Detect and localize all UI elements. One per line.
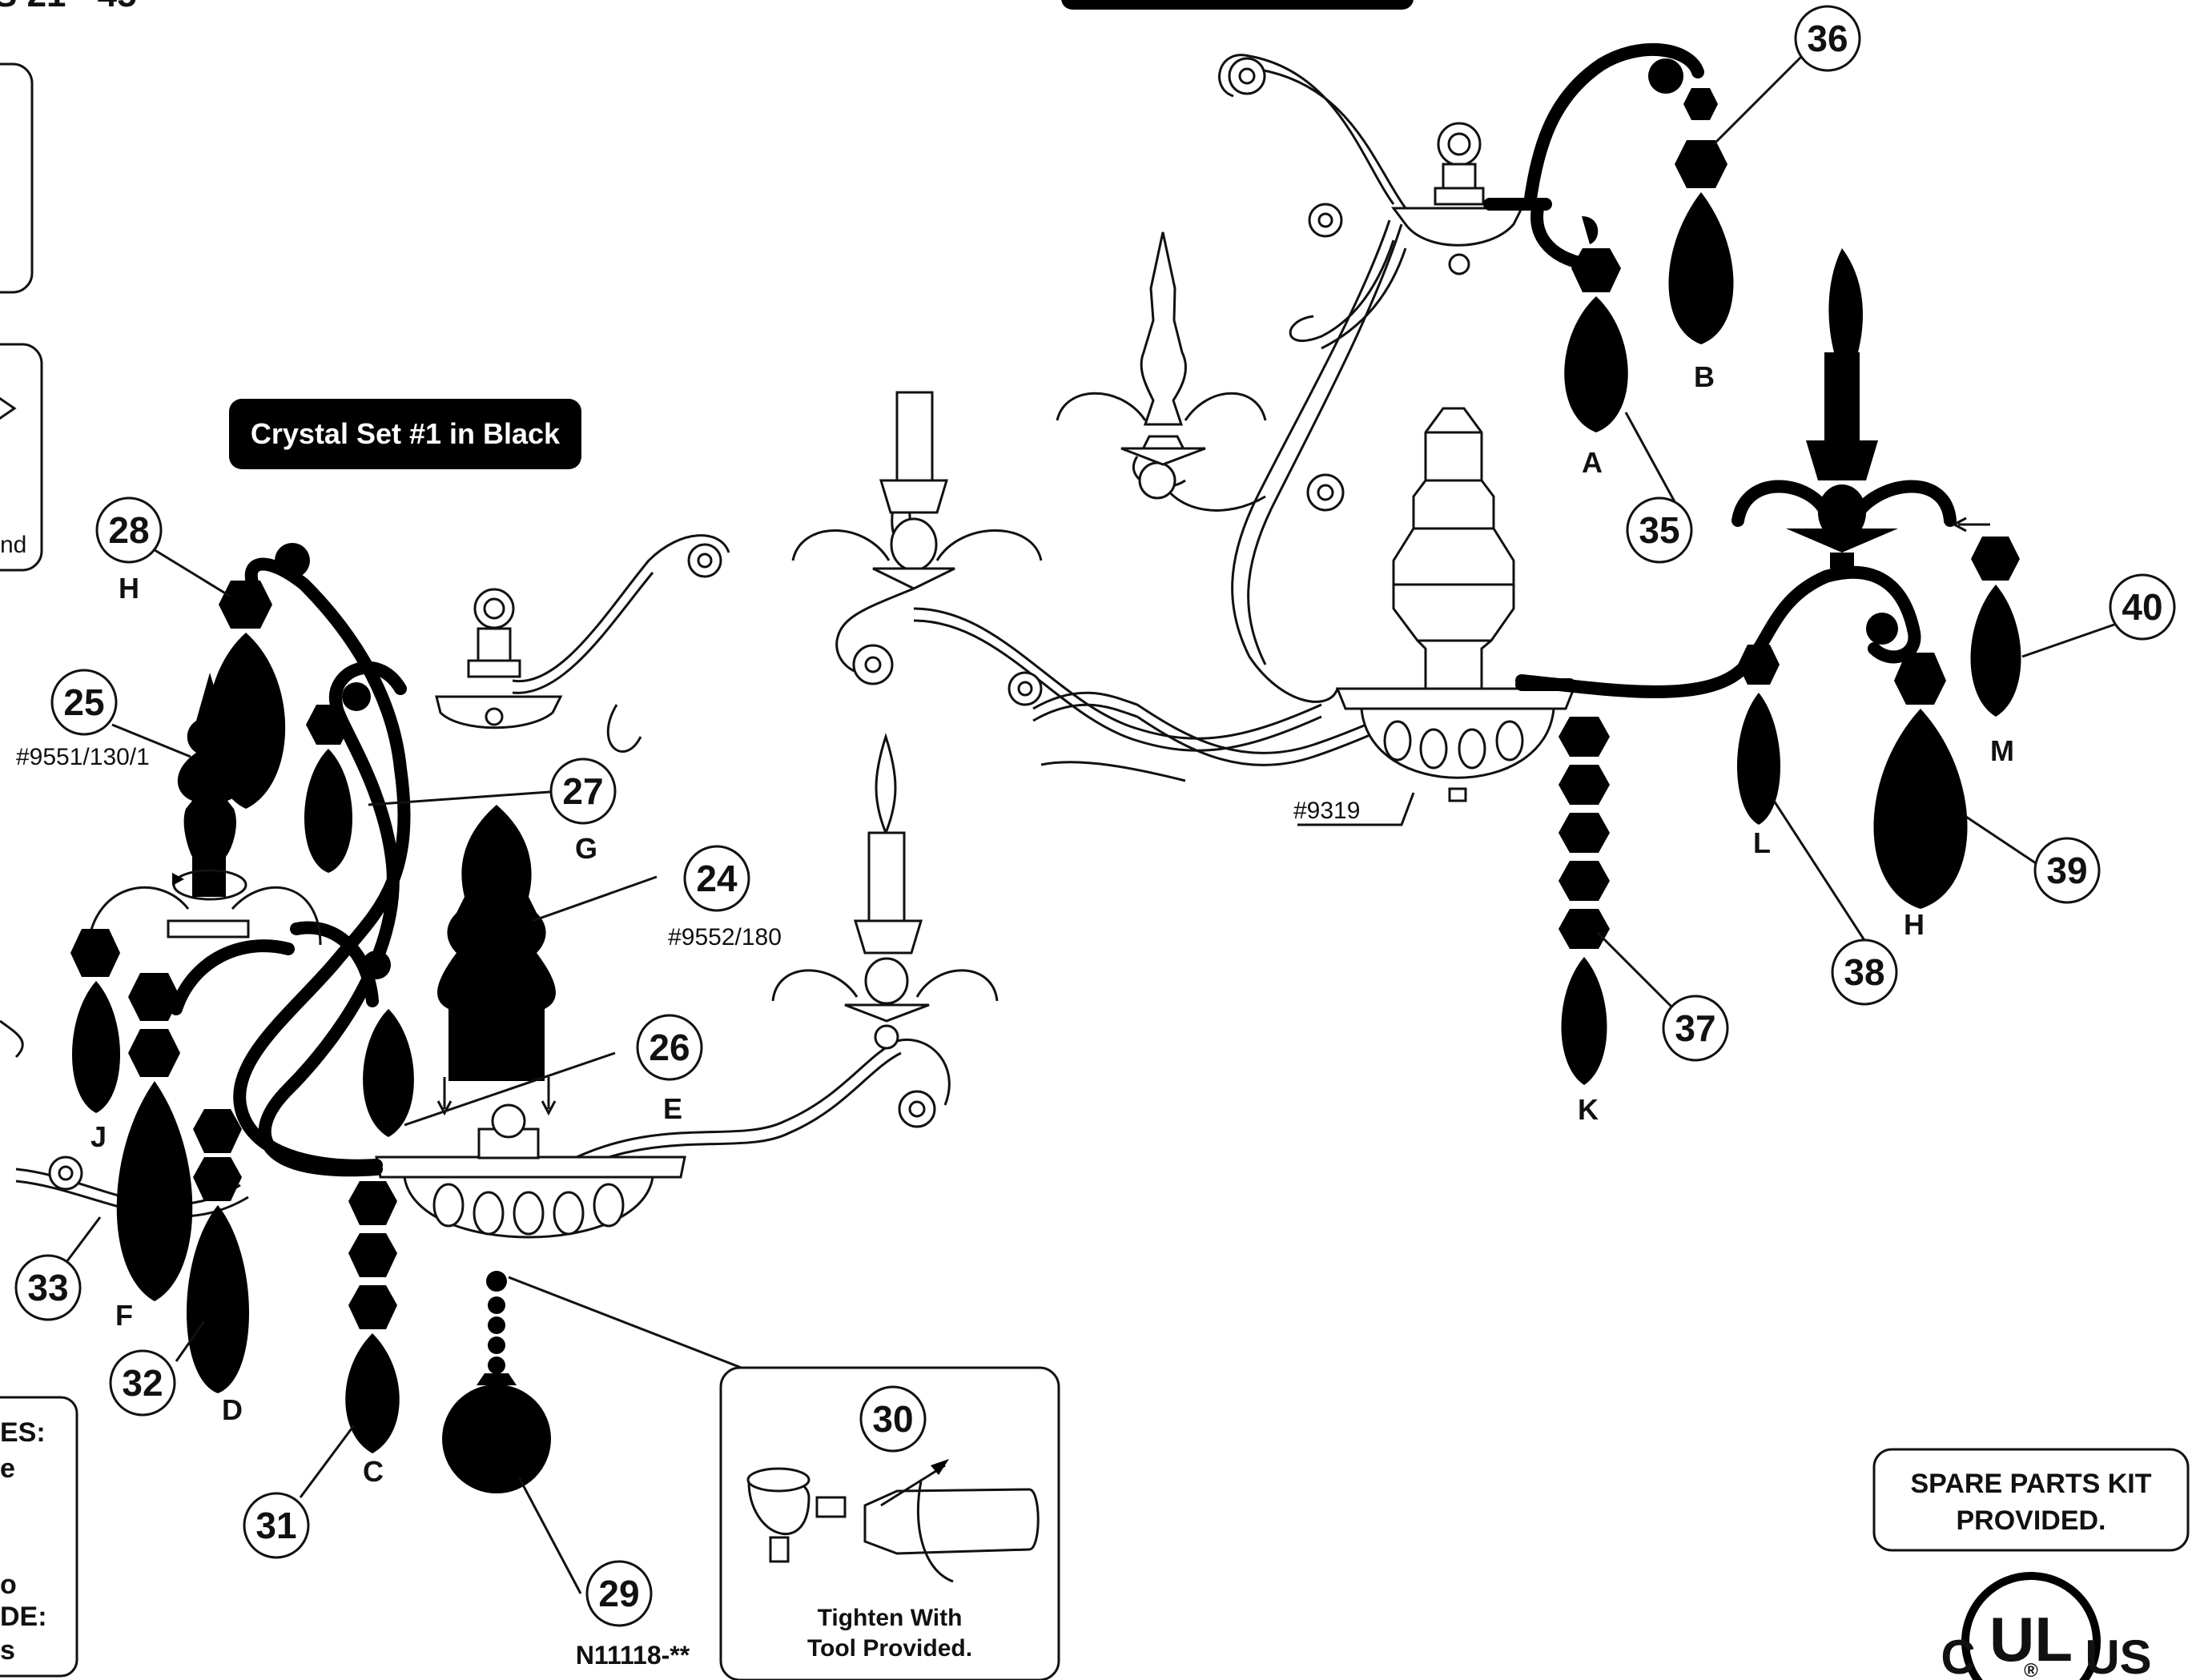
callout-36-number: 36: [1807, 18, 1848, 59]
callout-40-number: 40: [2122, 586, 2162, 628]
left-note-line-1: ES:: [0, 1417, 46, 1448]
left-panel-box-2: [0, 343, 43, 572]
callout-39: 39 H: [1904, 837, 2101, 941]
socket-icon: [746, 1467, 847, 1563]
ul-certification-logo: UL C US ®: [1941, 1572, 2152, 1680]
callout-25-number: 25: [63, 681, 104, 723]
callout-27-number: 27: [562, 770, 603, 812]
lower-chandelier: [0, 391, 1322, 1493]
callout-32-number: 32: [122, 1362, 163, 1404]
callout-38-number: 38: [1844, 951, 1884, 993]
callout-33-number: 33: [27, 1267, 68, 1308]
callout-24-number: 24: [696, 858, 738, 899]
crystal-letter-j: J: [90, 1120, 107, 1153]
callout-37-letter: K: [1578, 1093, 1599, 1126]
ul-logo-center: UL: [1989, 1604, 2073, 1674]
callout-40-letter: M: [1990, 734, 2014, 767]
ul-logo-left: C: [1941, 1630, 1975, 1680]
crystal-set-badge: [229, 399, 581, 469]
crystal-set-badge-label: Crystal Set #1 in Black: [251, 417, 561, 450]
left-note-line-4: DE:: [0, 1602, 47, 1632]
callout-28-letter: H: [119, 572, 139, 605]
left-panel-text: nd: [0, 532, 26, 558]
ul-logo-right: US: [2085, 1630, 2151, 1680]
callout-24: 24 #9552/180: [668, 845, 782, 951]
callout-37-number: 37: [1675, 1007, 1715, 1049]
tool-box-line-1: Tighten With: [818, 1605, 963, 1631]
callout-30-number: 30: [872, 1398, 913, 1440]
callout-25: 25 #9551/130/1: [16, 669, 150, 770]
tool-instruction-box: 30 Tighten With Tool Provided.: [719, 1366, 1060, 1680]
left-note-line-2: e: [0, 1453, 15, 1484]
callout-29: 29 N11118-**: [576, 1560, 690, 1670]
page-header-fragment: S 21 - 45: [0, 0, 137, 14]
callout-33: 33 F: [14, 1254, 133, 1332]
callout-26-number: 26: [649, 1027, 690, 1068]
tool-box-line-2: Tool Provided.: [807, 1635, 972, 1662]
callout-35: 35 A: [1582, 446, 1693, 564]
callout-32: 32 D: [109, 1349, 243, 1426]
callout-39-letter: H: [1904, 908, 1925, 941]
callout-24-ref: #9552/180: [668, 924, 782, 951]
callout-31-letter: C: [363, 1455, 384, 1488]
header-black-badge: [1061, 0, 1414, 10]
left-panel-chevron-icon: [0, 396, 17, 420]
callout-33-letter: F: [115, 1299, 133, 1332]
bowl-ref-label: #9319: [1293, 798, 1360, 824]
callout-28: 28 H: [95, 496, 163, 605]
callout-29-number: 29: [598, 1573, 639, 1614]
left-note-line-3: o: [0, 1569, 17, 1600]
tool-icon: [863, 1459, 1040, 1583]
callout-26-letter: E: [663, 1092, 682, 1125]
callout-29-ref: N11118-**: [576, 1641, 690, 1670]
callout-32-letter: D: [222, 1393, 243, 1426]
left-note-line-5: s: [0, 1635, 15, 1666]
callout-38-letter: L: [1753, 826, 1771, 859]
callout-36: 36 B: [1694, 5, 1861, 393]
upper-chandelier: [1032, 42, 2021, 1085]
callout-26: 26 E: [636, 1014, 703, 1125]
callout-35-letter: A: [1582, 446, 1603, 479]
left-panel-box-1: [0, 62, 34, 294]
callout-39-number: 39: [2046, 850, 2087, 891]
callout-28-number: 28: [108, 509, 149, 551]
left-notes-box: [0, 1396, 78, 1678]
callout-27-letter: G: [575, 832, 597, 865]
callout-25-ref: #9551/130/1: [16, 744, 150, 770]
callout-27: 27 G: [549, 758, 617, 865]
callout-leaders: [62, 50, 2115, 1594]
callout-35-number: 35: [1639, 509, 1679, 551]
callout-31: 31 C: [243, 1455, 384, 1559]
callout-40: 40 M: [1990, 573, 2176, 767]
spare-kit-line-2: PROVIDED.: [1956, 1505, 2106, 1536]
callout-31-number: 31: [255, 1505, 296, 1546]
callout-38: 38 L: [1753, 826, 1898, 1006]
spare-kit-line-1: SPARE PARTS KIT: [1911, 1469, 2152, 1499]
callout-36-letter: B: [1694, 360, 1715, 393]
ul-logo-registered: ®: [2024, 1660, 2038, 1680]
spare-parts-kit-notice: SPARE PARTS KIT PROVIDED.: [1872, 1448, 2190, 1552]
callout-37: 37 K: [1578, 995, 1729, 1126]
